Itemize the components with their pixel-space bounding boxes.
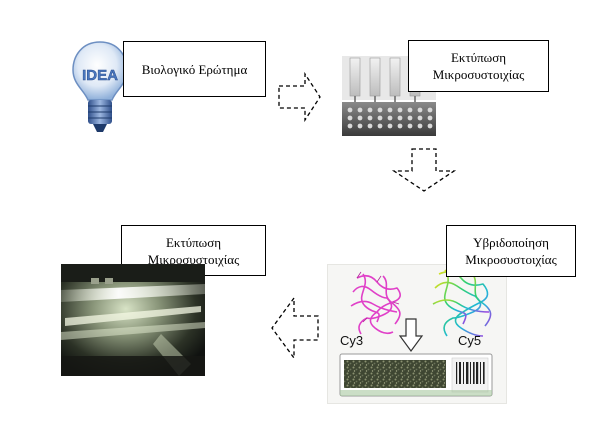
lightbulb-image: IDEA: [72, 41, 128, 132]
arrow-down: [391, 148, 457, 192]
hybridization-box: Υβριδοποίηση Μικροσυστοιχίας: [446, 225, 576, 277]
hybridization-label-line2: Μικροσυστοιχίας: [465, 252, 557, 267]
arrow-right-1: [278, 71, 321, 123]
hybridization-label-line1: Υβριδοποίηση: [473, 235, 549, 250]
idea-text: IDEA: [82, 67, 118, 84]
cy3-protein-structure: [350, 271, 401, 335]
arrow-left: [271, 296, 319, 360]
scanning-label-line2: Μικροσυστοιχίας: [147, 251, 240, 267]
scanning-label-line1: Εκτύπωση: [165, 234, 222, 250]
cy3-label: Cy3: [340, 333, 364, 348]
biological-question-label: Βιολογικό Ερώτημα: [141, 61, 248, 77]
hybridization-arrow-icon: [398, 318, 424, 353]
biological-question-box: Βιολογικό Ερώτημα: [123, 41, 266, 97]
printing-box: Εκτύπωση Μικροσυστοιχίας: [408, 40, 549, 92]
scanner-image: [61, 264, 205, 376]
printing-label-line1: Εκτύπωση: [450, 50, 507, 65]
cy5-label: Cy5: [458, 333, 482, 348]
printing-label-line2: Μικροσυστοιχίας: [432, 67, 525, 82]
microarray-slide-image: [339, 353, 493, 397]
cy5-protein-structure: [432, 269, 492, 337]
